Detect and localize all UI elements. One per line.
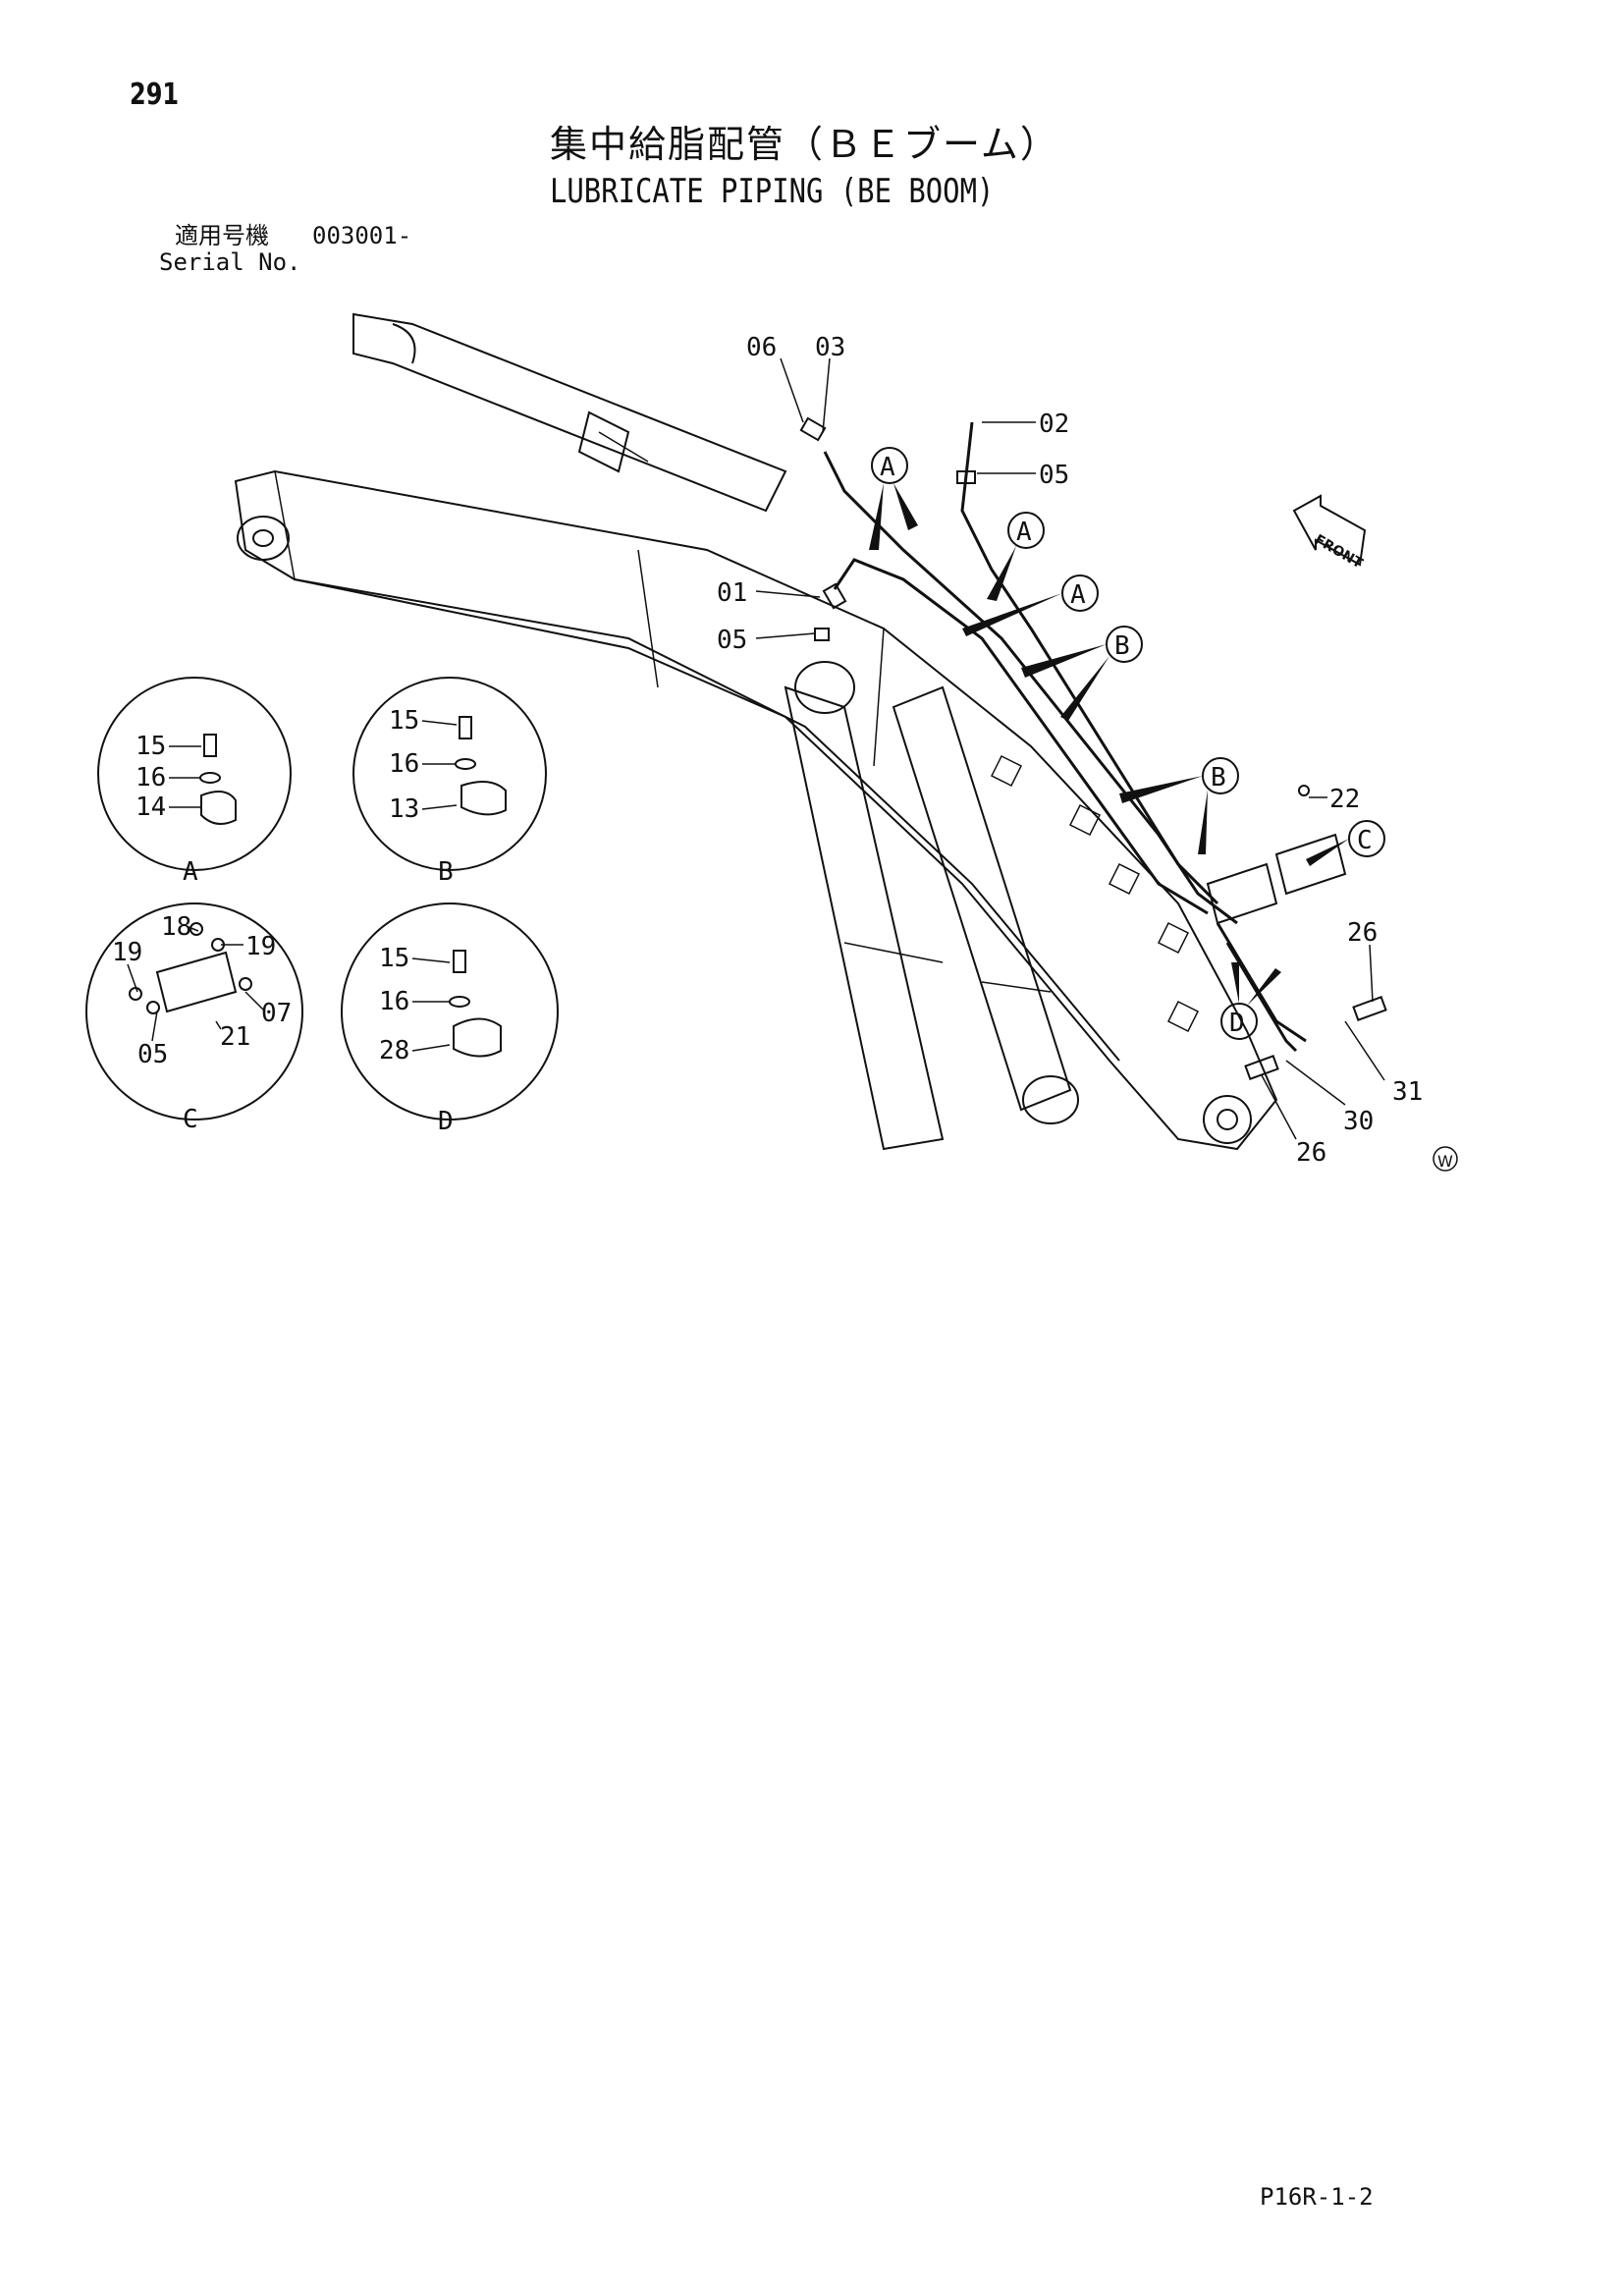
svg-text:16: 16 xyxy=(379,987,409,1016)
svg-text:18: 18 xyxy=(161,912,191,942)
marker-a-1: A xyxy=(869,447,918,550)
page-number: 291 xyxy=(130,78,180,112)
marker-d: D xyxy=(1220,962,1281,1040)
svg-text:C: C xyxy=(183,1105,198,1134)
serial-label-jp: 適用号機 xyxy=(175,222,269,249)
svg-text:16: 16 xyxy=(389,749,419,779)
callout-05: 05 xyxy=(1039,461,1069,490)
callout-26: 26 xyxy=(1347,918,1378,948)
front-label: FRONT xyxy=(1312,532,1366,573)
svg-text:W: W xyxy=(1437,1152,1453,1171)
svg-text:07: 07 xyxy=(261,999,292,1028)
marker-a-3: A xyxy=(962,574,1099,636)
svg-text:A: A xyxy=(1070,580,1086,610)
svg-text:B: B xyxy=(1211,763,1226,793)
marker-b-1: B xyxy=(1021,626,1143,721)
svg-text:15: 15 xyxy=(389,706,419,736)
svg-text:19: 19 xyxy=(245,932,276,961)
marker-b-2: B xyxy=(1119,757,1239,854)
callout-22: 22 xyxy=(1329,785,1360,814)
corner-mark: W xyxy=(1433,1146,1458,1172)
callout-03: 03 xyxy=(815,333,845,362)
page-title-en: LUBRICATE PIPING (BE BOOM) xyxy=(550,172,995,211)
svg-text:21: 21 xyxy=(220,1022,250,1052)
svg-text:19: 19 xyxy=(112,938,142,967)
callout-01: 01 xyxy=(717,578,747,608)
svg-text:14: 14 xyxy=(135,793,166,822)
marker-a-2: A xyxy=(987,512,1045,601)
serial-label-en: Serial No. xyxy=(159,248,301,276)
svg-text:A: A xyxy=(183,857,198,887)
page-code: P16R-1-2 xyxy=(1260,2183,1374,2211)
callout-31: 31 xyxy=(1392,1077,1423,1107)
detail-view-a: 15 16 14 A xyxy=(97,677,292,887)
svg-text:05: 05 xyxy=(137,1040,168,1069)
front-direction-arrow: FRONT xyxy=(1292,494,1367,573)
svg-text:15: 15 xyxy=(379,944,409,973)
svg-text:28: 28 xyxy=(379,1036,409,1066)
section-markers: A A A B B C xyxy=(869,447,1385,1040)
svg-text:13: 13 xyxy=(389,794,419,824)
svg-text:A: A xyxy=(880,453,895,482)
svg-text:15: 15 xyxy=(135,732,166,761)
svg-text:B: B xyxy=(438,857,454,887)
callout-30: 30 xyxy=(1343,1107,1374,1136)
svg-text:16: 16 xyxy=(135,763,166,793)
main-callouts: 06 03 02 05 01 05 22 26 31 30 26 xyxy=(717,333,1423,1168)
callout-06: 06 xyxy=(746,333,777,362)
svg-text:D: D xyxy=(1229,1009,1245,1038)
boom-drawing xyxy=(234,312,1278,1151)
detail-view-c: 18 19 19 07 05 21 C xyxy=(85,902,303,1134)
svg-text:D: D xyxy=(438,1107,454,1136)
callout-26: 26 xyxy=(1296,1138,1326,1168)
svg-text:C: C xyxy=(1357,826,1373,855)
svg-text:A: A xyxy=(1016,518,1032,547)
marker-c: C xyxy=(1306,820,1385,866)
lube-pipes xyxy=(799,416,1387,1080)
svg-text:B: B xyxy=(1114,631,1130,661)
callout-02: 02 xyxy=(1039,410,1069,439)
detail-view-b: 15 16 13 B xyxy=(352,677,547,887)
serial-value: 003001- xyxy=(312,222,412,249)
page-title-jp: 集中給脂配管（ＢＥブーム） xyxy=(550,123,1059,166)
callout-05: 05 xyxy=(717,626,747,655)
detail-view-d: 15 16 28 D xyxy=(341,902,559,1136)
